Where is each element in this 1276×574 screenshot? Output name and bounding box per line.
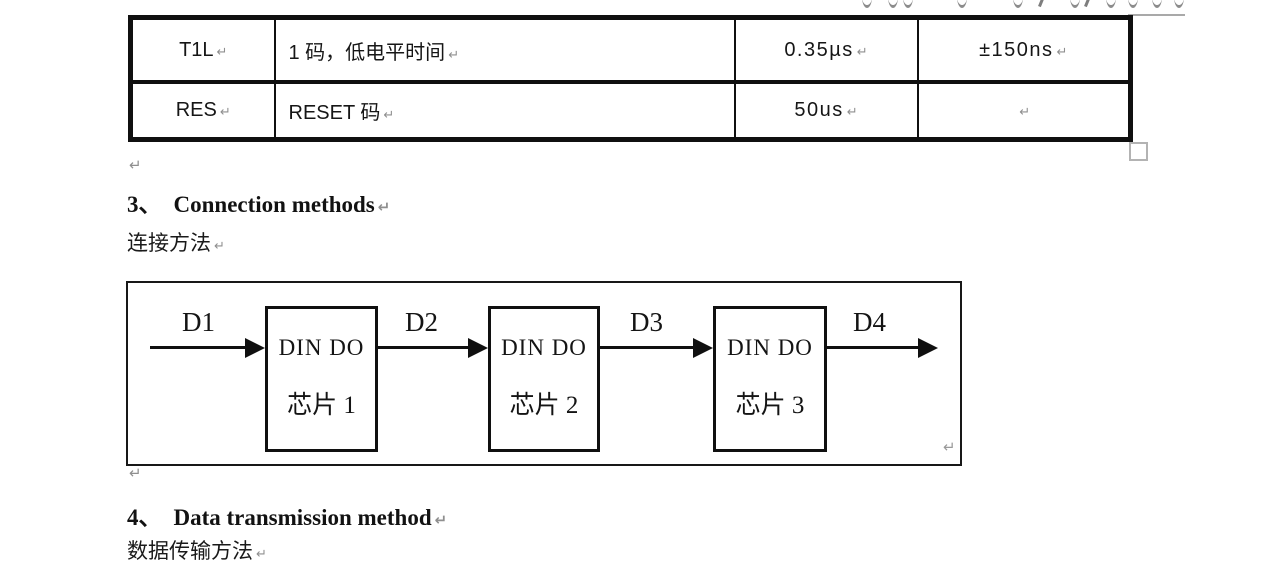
chip-box-1: DIN DO 芯片 1 <box>265 306 378 452</box>
arrow-head-icon <box>245 338 265 358</box>
table-cell-tolerance[interactable]: ↵ <box>916 81 1132 141</box>
section-title: Connection methods <box>173 192 375 217</box>
chip-name-label: 芯片 3 <box>735 392 805 419</box>
paragraph-mark: ↵ <box>448 47 460 63</box>
chip-box-3: DIN DO 芯片 3 <box>713 306 827 452</box>
table-row: T1L↵ 1 码，低电平时间↵ 0.35µs↵ ±150ns↵ <box>129 16 1132 84</box>
paragraph-mark: ↵ <box>846 105 858 120</box>
paragraph-mark: ↵ <box>129 464 142 482</box>
paragraph-mark: ↵ <box>219 105 231 120</box>
table-row: RES↵ RESET 码↵ 50us↵ ↵ <box>129 81 1132 141</box>
table-cell-tolerance[interactable]: ±150ns↵ <box>916 16 1132 84</box>
arrow-head-icon <box>918 338 938 358</box>
clipped-glyph-fragment <box>1152 0 1162 8</box>
paragraph-mark: ↵ <box>1056 44 1068 60</box>
signal-arrow <box>827 338 938 358</box>
section-3-heading[interactable]: 3、 Connection methods↵ <box>127 192 390 217</box>
paragraph-mark: ↵ <box>216 44 228 60</box>
arrow-head-icon <box>468 338 488 358</box>
arrow-head-icon <box>693 338 713 358</box>
subtitle-text: 数据传输方法 <box>127 539 253 563</box>
header-rule-line <box>1128 14 1185 16</box>
signal-arrow <box>150 338 265 358</box>
table-cell-symbol[interactable]: T1L↵ <box>129 16 276 84</box>
cell-text: RES <box>175 99 217 121</box>
signal-arrow <box>600 338 713 358</box>
cell-text: RESET 码 <box>288 102 381 124</box>
clipped-slash-fragment <box>1038 0 1045 8</box>
cell-text: 50us <box>794 99 844 121</box>
cell-text: T1L <box>179 38 214 61</box>
paragraph-mark: ↵ <box>856 44 868 60</box>
chip-pins-label: DIN DO <box>278 335 365 360</box>
clipped-glyph-fragment <box>903 0 913 8</box>
clipped-glyph-fragment <box>957 0 967 8</box>
arrow-shaft <box>150 346 247 349</box>
subtitle-text: 连接方法 <box>127 231 211 255</box>
timing-table: T1L↵ 1 码，低电平时间↵ 0.35µs↵ ±150ns↵ RES↵ RES… <box>128 15 1133 142</box>
paragraph-mark: ↵ <box>383 108 395 123</box>
connection-diagram[interactable]: D1 D2 D3 D4 DIN DO 芯片 1 DIN DO 芯片 2 DIN … <box>126 281 962 466</box>
chip-box-2: DIN DO 芯片 2 <box>488 306 600 452</box>
paragraph-mark: ↵ <box>214 239 225 254</box>
clipped-slash-fragment <box>1084 0 1091 8</box>
paragraph-mark: ↵ <box>256 547 267 562</box>
clipped-glyph-fragment <box>888 0 898 8</box>
table-resize-handle[interactable] <box>1129 142 1148 161</box>
cell-text: 0.35µs <box>784 38 854 61</box>
table-cell-value[interactable]: 50us↵ <box>733 81 919 141</box>
clipped-glyph-fragment <box>1106 0 1116 8</box>
section-number: 4、 <box>127 505 162 530</box>
clipped-glyph-fragment <box>1013 0 1023 8</box>
signal-arrow <box>378 338 488 358</box>
paragraph-mark: ↵ <box>943 438 956 456</box>
paragraph-mark: ↵ <box>377 198 391 216</box>
cell-text: 1 码，低电平时间 <box>288 41 446 64</box>
cell-text: ±150ns <box>979 38 1054 61</box>
clipped-glyph-fragment <box>1174 0 1184 8</box>
clipped-glyph-fragment <box>1128 0 1138 8</box>
table-cell-description[interactable]: 1 码，低电平时间↵ <box>273 16 736 84</box>
chip-name-label: 芯片 1 <box>287 392 356 419</box>
paragraph-mark: ↵ <box>1019 105 1031 120</box>
table-cell-description[interactable]: RESET 码↵ <box>273 81 736 141</box>
section-3-subtitle-zh[interactable]: 连接方法↵ <box>127 231 225 255</box>
section-4-subtitle-zh[interactable]: 数据传输方法↵ <box>127 539 267 563</box>
section-number: 3、 <box>127 192 162 217</box>
chip-pins-label: DIN DO <box>501 335 587 360</box>
clipped-glyph-fragment <box>1070 0 1080 8</box>
chip-name-label: 芯片 2 <box>509 392 579 419</box>
paragraph-mark: ↵ <box>129 156 142 174</box>
signal-label-d4: D4 <box>853 307 886 337</box>
table-cell-symbol[interactable]: RES↵ <box>129 81 276 141</box>
arrow-shaft <box>378 346 470 349</box>
chip-pins-label: DIN DO <box>727 335 813 360</box>
signal-label-d1: D1 <box>182 307 215 337</box>
arrow-shaft <box>827 346 920 349</box>
signal-label-d2: D2 <box>405 307 438 337</box>
section-4-heading[interactable]: 4、 Data transmission method↵ <box>127 505 447 530</box>
paragraph-mark: ↵ <box>434 511 448 529</box>
arrow-shaft <box>600 346 695 349</box>
section-title: Data transmission method <box>173 505 432 530</box>
table-cell-value[interactable]: 0.35µs↵ <box>733 16 919 84</box>
clipped-glyph-fragment <box>862 0 872 8</box>
signal-label-d3: D3 <box>630 307 663 337</box>
